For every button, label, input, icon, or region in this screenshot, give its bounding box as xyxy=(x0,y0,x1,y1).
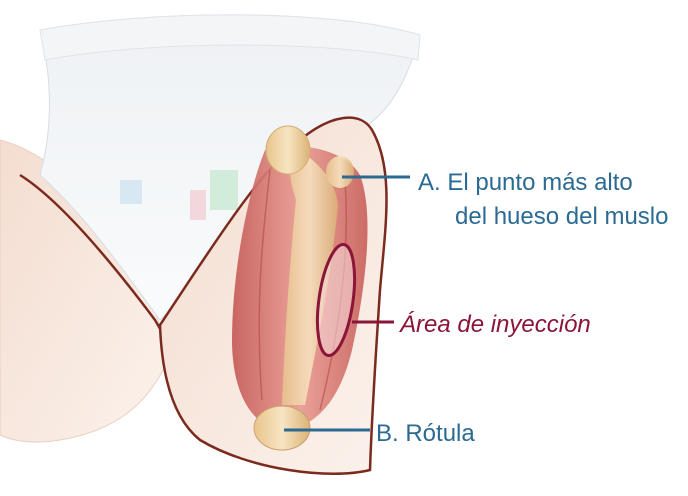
diaper-print-green xyxy=(210,170,238,210)
point-b-label: B. Rótula xyxy=(376,417,475,451)
point-a-label-line2: del hueso del muslo xyxy=(455,200,668,234)
greater-trochanter xyxy=(326,156,354,188)
diaper-print-blue xyxy=(120,180,142,204)
injection-area-label: Área de inyección xyxy=(400,308,591,342)
kneecap xyxy=(254,406,310,450)
femur-head xyxy=(266,126,310,174)
point-a-label-line1: A. El punto más alto xyxy=(418,166,633,200)
diaper-print-pink xyxy=(190,190,206,220)
